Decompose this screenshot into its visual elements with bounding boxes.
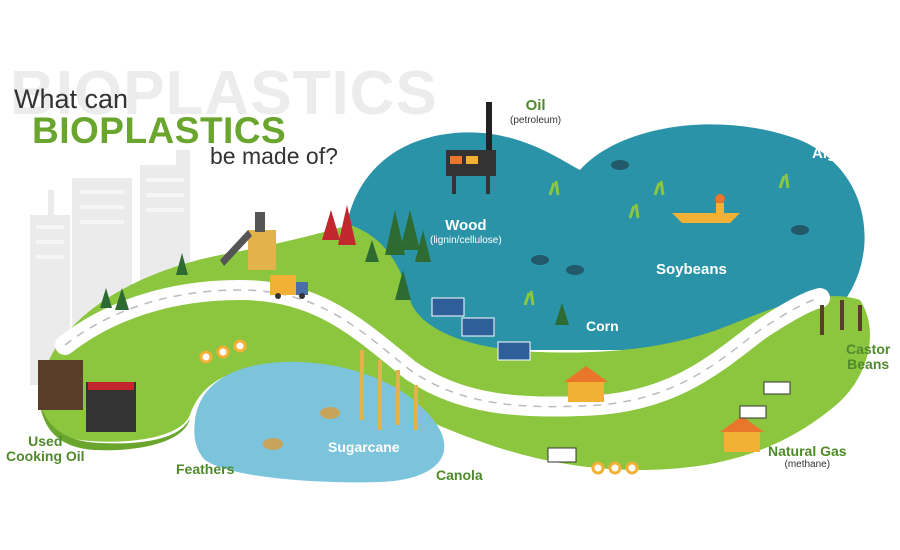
label-wood-name: Wood: [445, 217, 487, 234]
flowers-icon: [199, 339, 639, 475]
label-soybeans: Soybeans: [656, 261, 727, 278]
label-sugarcane: Sugarcane: [328, 439, 400, 455]
label-wood-note: (lignin/cellulose): [430, 234, 502, 246]
shops-icon: [38, 360, 136, 432]
houses-icon: [564, 366, 764, 452]
label-natural-gas: Natural Gas (methane): [768, 443, 847, 471]
road-center-line: [64, 289, 821, 408]
label-natural-gas-note: (methane): [784, 459, 831, 471]
label-cooking-oil: Used Cooking Oil: [6, 433, 85, 465]
solar-panels-icon: [431, 297, 531, 361]
title-line1: What can: [14, 84, 129, 114]
label-castor-beans: Castor Beans: [846, 341, 891, 373]
label-oil-name: Oil: [525, 97, 546, 114]
label-natural-gas-name: Natural Gas: [768, 443, 847, 459]
label-algae: Algae: [812, 145, 853, 162]
label-feathers: Feathers: [176, 461, 235, 477]
truck-icon: [270, 275, 308, 299]
sugarcane-icon: [360, 350, 418, 430]
title-bioplastics: BIOPLASTICS: [32, 110, 287, 151]
label-corn: Corn: [586, 318, 619, 334]
trees: [100, 205, 569, 325]
label-canola: Canola: [436, 467, 483, 483]
watermark-text: BIOPLASTICS: [10, 59, 438, 128]
oil-rig-icon: [446, 102, 496, 194]
algae-icons: [523, 173, 790, 306]
boat-icon: [672, 194, 740, 223]
cows-icon: [547, 381, 791, 463]
label-wood: Wood (lignin/cellulose): [430, 217, 502, 246]
palm-trees-icon: [820, 300, 862, 335]
factory-icon: [220, 212, 276, 270]
ocean: [344, 124, 865, 354]
title-line3: be made of?: [210, 143, 338, 169]
ducks-icon: [263, 407, 340, 450]
label-oil: Oil (petroleum): [510, 97, 562, 126]
fish-icons: [531, 160, 809, 275]
label-oil-note: (petroleum): [510, 114, 562, 126]
building-windows: [36, 178, 184, 259]
